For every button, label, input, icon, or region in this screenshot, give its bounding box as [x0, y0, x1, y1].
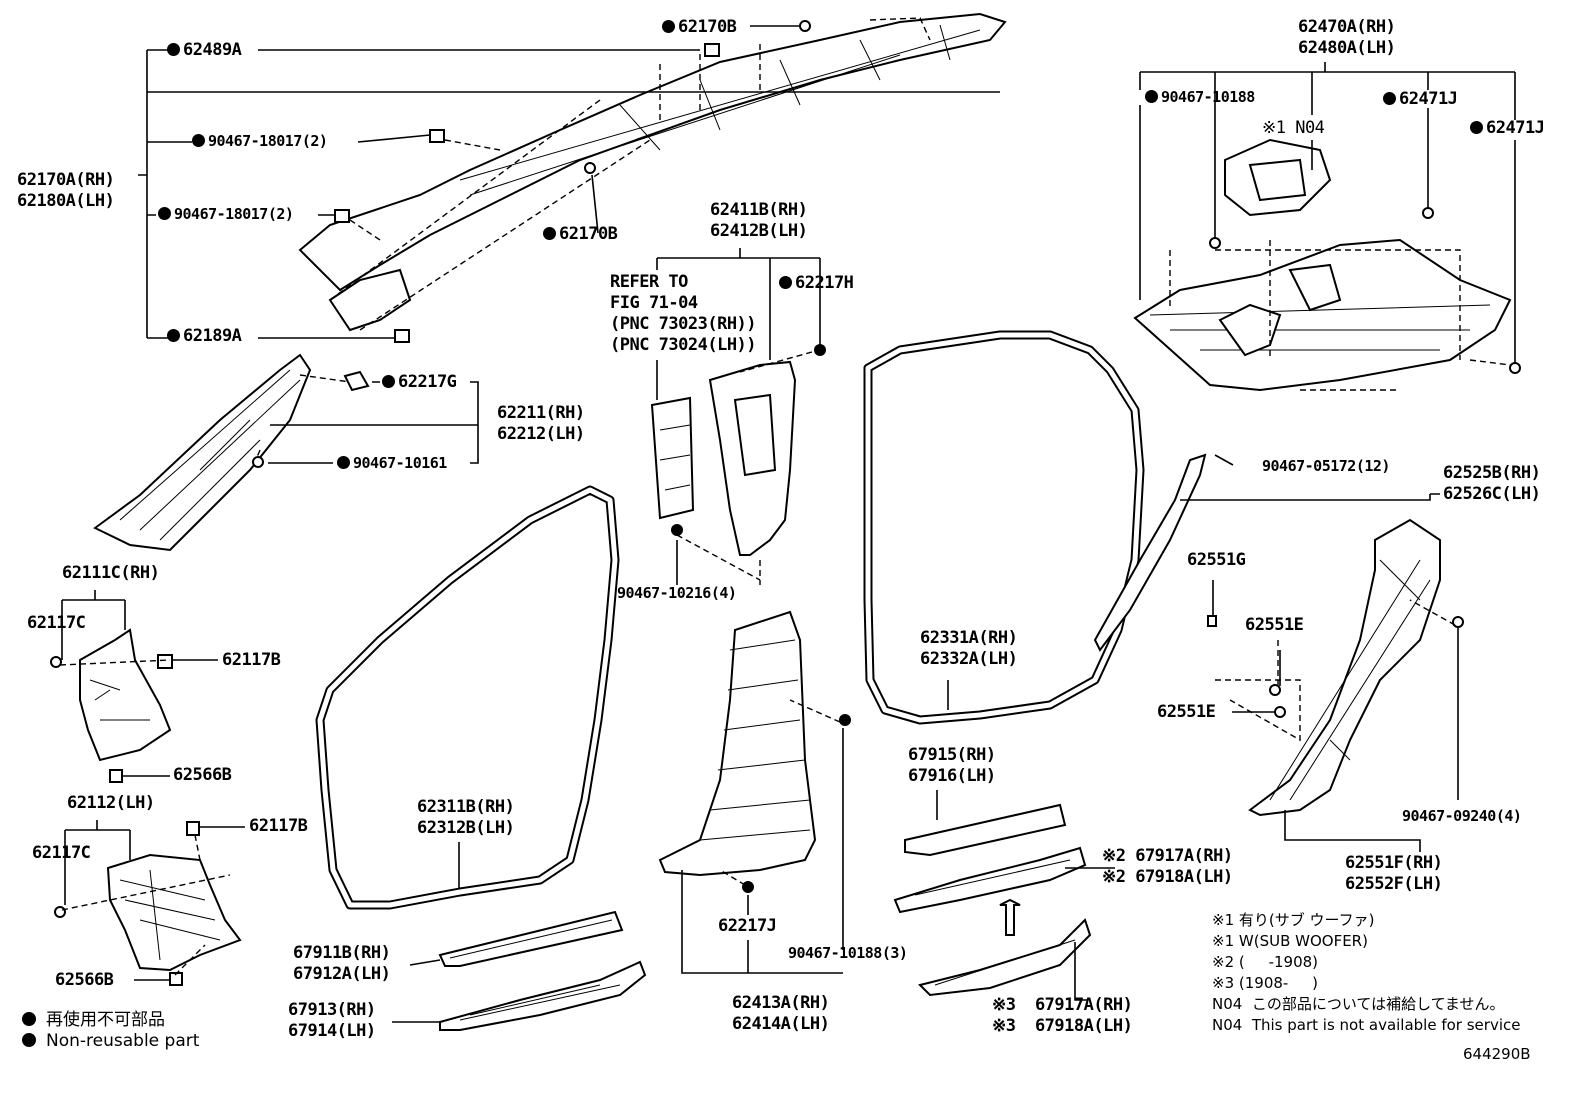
label-67915: 67915(RH) 67916(LH)	[908, 745, 996, 786]
label-62566b-a: 62566B	[173, 765, 232, 785]
label-62111c: 62111C(RH)	[62, 563, 160, 583]
label-62413a: 62413A(RH) 62414A(LH)	[732, 993, 830, 1034]
label-90467-09240: 90467-09240(4)	[1402, 807, 1522, 825]
label-62189a: 62189A	[167, 326, 242, 347]
non-reusable-marker	[1145, 90, 1158, 103]
front-door-seal	[315, 485, 620, 910]
label-90467-18017-a: 90467-18017(2)	[192, 131, 328, 152]
legend-text: Non-reusable part	[46, 1031, 200, 1051]
footnote-1-jp: ※1 有り(サブ ウーファ)	[1212, 911, 1375, 929]
part-number: 62217H	[795, 273, 854, 293]
roof-side-rail-part	[298, 12, 1007, 343]
footnote-1-en: ※1 W(SUB WOOFER)	[1212, 932, 1368, 950]
label-62551e-a: 62551E	[1245, 615, 1304, 635]
part-number: 62170B	[678, 17, 737, 37]
front-pillar-garnish	[93, 353, 479, 552]
refer-note: REFER TO FIG 71-04 (PNC 73023(RH)) (PNC …	[610, 272, 757, 355]
label-62170b-mid: 62170B	[543, 224, 618, 245]
label-62411b: 62411B(RH) 62412B(LH)	[710, 200, 808, 241]
label-62551e-b: 62551E	[1157, 702, 1216, 722]
label-62551f: 62551F(RH) 62552F(LH)	[1345, 853, 1443, 894]
non-reusable-marker	[158, 207, 171, 220]
label-62170a: 62170A(RH) 62180A(LH)	[17, 170, 115, 211]
label-62331a: 62331A(RH) 62332A(LH)	[920, 628, 1018, 669]
label-90467-10188: 90467-10188	[1145, 87, 1255, 108]
part-number: 62471J	[1399, 89, 1458, 109]
footnote-3: ※3 (1908- )	[1212, 974, 1319, 992]
part-number: 62170B	[559, 224, 618, 244]
label-67913: 67913(RH) 67914(LH)	[288, 1000, 376, 1041]
rear-door-seal	[863, 330, 1145, 725]
label-62117b-a: 62117B	[222, 650, 281, 670]
legend-jp: 再使用不可部品	[22, 1005, 165, 1030]
non-reusable-marker	[22, 1012, 36, 1026]
label-62471j-b: 62471J	[1470, 118, 1545, 139]
label-n04-ref: ※1 N04	[1262, 118, 1325, 138]
label-62117c-a: 62117C	[27, 613, 86, 633]
rear-sill-plates	[893, 790, 1115, 1001]
center-pillar-lower-garnish	[658, 610, 851, 974]
label-62117c-b: 62117C	[32, 843, 91, 863]
diagram-id: 644290B	[1463, 1045, 1531, 1063]
non-reusable-marker	[543, 227, 556, 240]
label-62217h: 62217H	[779, 273, 854, 294]
label-90467-10188-3: 90467-10188(3)	[788, 944, 908, 962]
label-90467-10161: 90467-10161	[337, 453, 447, 474]
label-62489a: 62489A	[167, 40, 242, 61]
footnote-2: ※2 ( -1908)	[1212, 953, 1319, 971]
label-62217j: 62217J	[718, 916, 777, 936]
part-number: 90467-10188	[1161, 88, 1255, 106]
label-90467-18017-b: 90467-18017(2)	[158, 204, 294, 225]
part-number: 90467-18017(2)	[208, 132, 328, 150]
non-reusable-marker	[192, 134, 205, 147]
non-reusable-marker	[382, 375, 395, 388]
non-reusable-marker	[1383, 92, 1396, 105]
part-number: 62189A	[183, 326, 242, 346]
cowl-side-trim-lh	[54, 820, 245, 986]
non-reusable-marker	[779, 276, 792, 289]
part-number: 90467-10161	[353, 454, 447, 472]
label-62217g: 62217G	[382, 372, 457, 393]
center-pillar-upper-garnish	[650, 248, 826, 585]
label-90467-10216: 90467-10216(4)	[617, 584, 737, 602]
label-62525b: 62525B(RH) 62526C(LH)	[1443, 463, 1541, 504]
non-reusable-marker	[662, 20, 675, 33]
roof-rail-leader-lines	[138, 25, 1000, 339]
rear-pillar-garnish	[1093, 453, 1464, 852]
part-number: 62489A	[183, 40, 242, 60]
label-62551g: 62551G	[1187, 550, 1246, 570]
footnotes: ※1 有り(サブ ウーファ) ※1 W(SUB WOOFER) ※2 ( -19…	[1212, 910, 1520, 1036]
non-reusable-marker	[337, 456, 350, 469]
label-67917a-3: ※3 67917A(RH) ※3 67918A(LH)	[992, 995, 1133, 1036]
front-sill-plates	[392, 910, 647, 1031]
footnote-n04-jp: N04 この部品については補給してません。	[1212, 995, 1505, 1013]
label-67911b: 67911B(RH) 67912A(LH)	[293, 943, 391, 984]
label-62311b: 62311B(RH) 62312B(LH)	[417, 797, 515, 838]
non-reusable-marker	[167, 43, 180, 56]
part-number: 90467-18017(2)	[174, 205, 294, 223]
non-reusable-marker	[167, 329, 180, 342]
label-67917a-2: ※2 67917A(RH) ※2 67918A(LH)	[1102, 846, 1233, 887]
legend-text: 再使用不可部品	[46, 1010, 165, 1030]
label-62117b-b: 62117B	[249, 816, 308, 836]
label-90467-05172: 90467-05172(12)	[1262, 457, 1390, 475]
label-62566b-b: 62566B	[55, 970, 114, 990]
legend-en: Non-reusable part	[22, 1031, 199, 1051]
non-reusable-marker	[1470, 121, 1483, 134]
part-number: 62471J	[1486, 118, 1545, 138]
part-number: 62217G	[398, 372, 457, 392]
label-62470a: 62470A(RH) 62480A(LH)	[1298, 17, 1396, 58]
label-62112: 62112(LH)	[67, 793, 155, 813]
label-62211: 62211(RH) 62212(LH)	[497, 403, 585, 444]
label-62471j-a: 62471J	[1383, 89, 1458, 110]
footnote-n04-en: N04 This part is not available for servi…	[1212, 1016, 1521, 1034]
package-tray-trim	[1133, 62, 1521, 392]
cowl-side-trim-rh	[50, 590, 218, 783]
non-reusable-marker	[22, 1033, 36, 1047]
label-62170b-top: 62170B	[662, 17, 737, 38]
